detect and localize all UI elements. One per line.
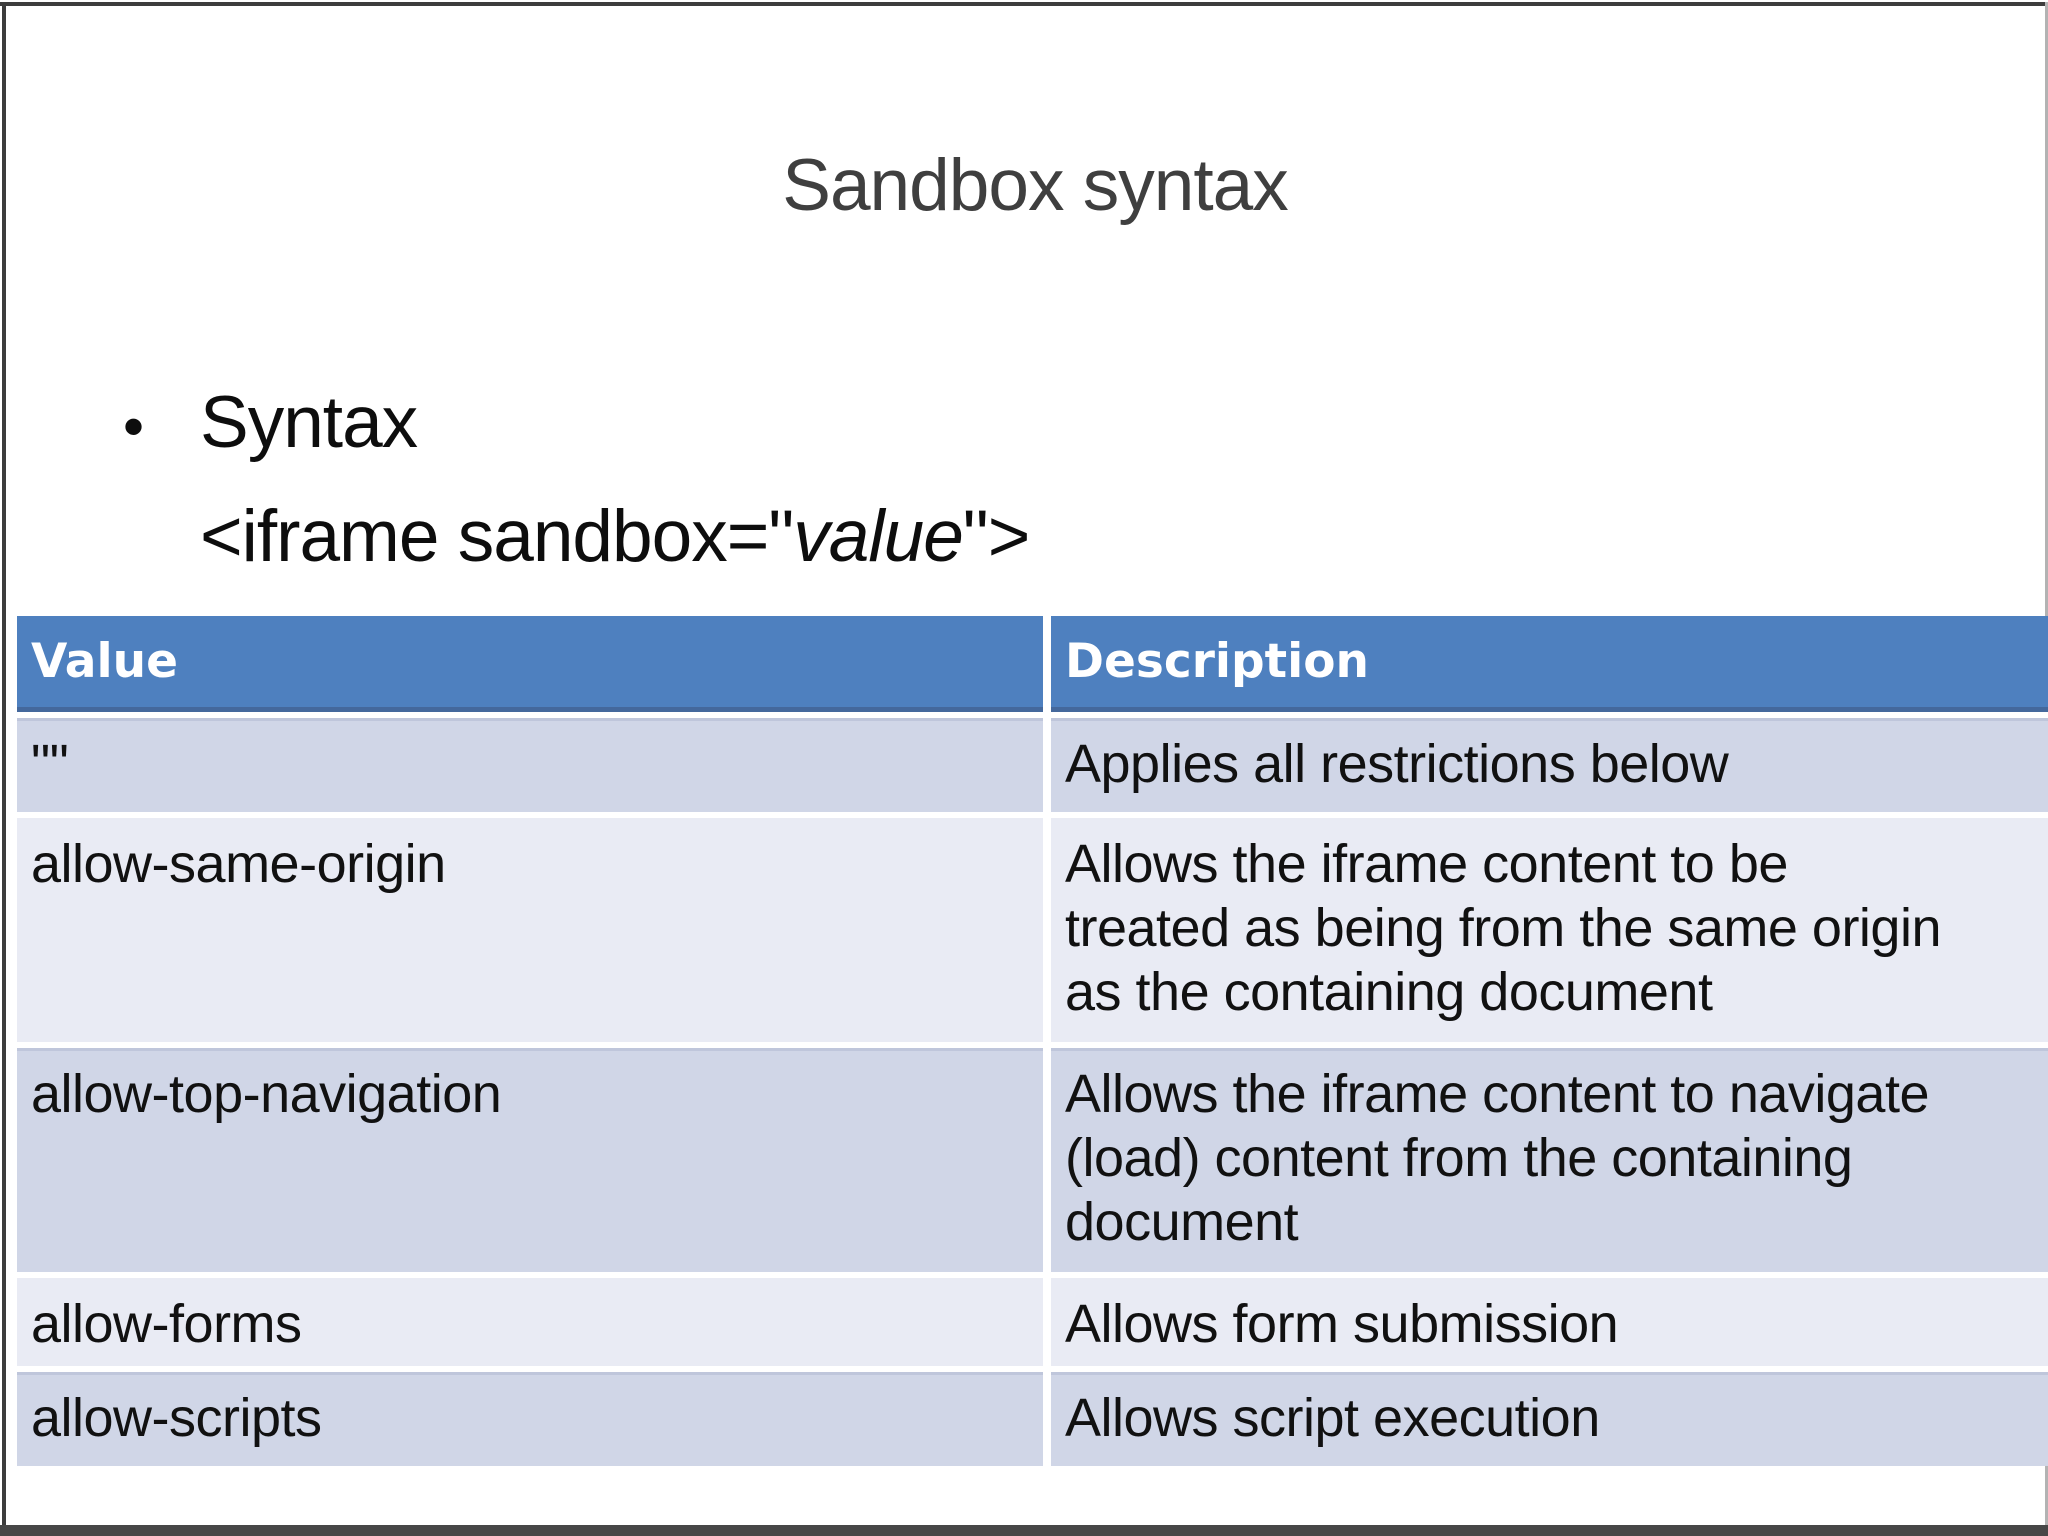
description-cell: Allows form submission [1051,1278,2048,1372]
syntax-code-line: <iframe sandbox="value"> [123,482,1031,592]
slide-bottom-bar [0,1525,2048,1536]
code-prefix: <iframe sandbox=" [200,496,794,577]
value-cell: allow-forms [17,1278,1051,1372]
table-row: allow-forms Allows form submission [17,1278,2048,1372]
bullet-label: Syntax [200,382,418,463]
table-row: "" Applies all restrictions below [17,718,2048,818]
sandbox-values-table: Value Description "" Applies all restric… [17,616,2048,1466]
bullet-item-syntax: • Syntax [123,368,1029,482]
code-suffix: "> [962,496,1031,577]
description-cell: Allows the iframe content to navigate (l… [1051,1048,2048,1278]
table-row: allow-same-origin Allows the iframe cont… [17,818,2048,1048]
description-cell: Allows the iframe content to be treated … [1051,818,2048,1048]
column-header-value: Value [17,616,1051,718]
bullet-marker: • [123,393,144,460]
slide-title: Sandbox syntax [782,145,1288,226]
value-cell: allow-same-origin [17,818,1051,1048]
description-cell: Applies all restrictions below [1051,718,2048,818]
table-header-row: Value Description [17,616,2048,718]
code-value-placeholder: value [793,496,964,577]
value-cell: "" [17,718,1051,818]
value-cell: allow-top-navigation [17,1048,1051,1278]
slide-left-border [2,2,6,1525]
value-cell: allow-scripts [17,1372,1051,1466]
slide-top-border [0,2,2048,6]
table-row: allow-scripts Allows script execution [17,1372,2048,1466]
description-cell: Allows script execution [1051,1372,2048,1466]
table-row: allow-top-navigation Allows the iframe c… [17,1048,2048,1278]
bullet-list: • Syntax <iframe sandbox="value"> [123,368,1031,592]
column-header-description: Description [1051,616,2048,718]
